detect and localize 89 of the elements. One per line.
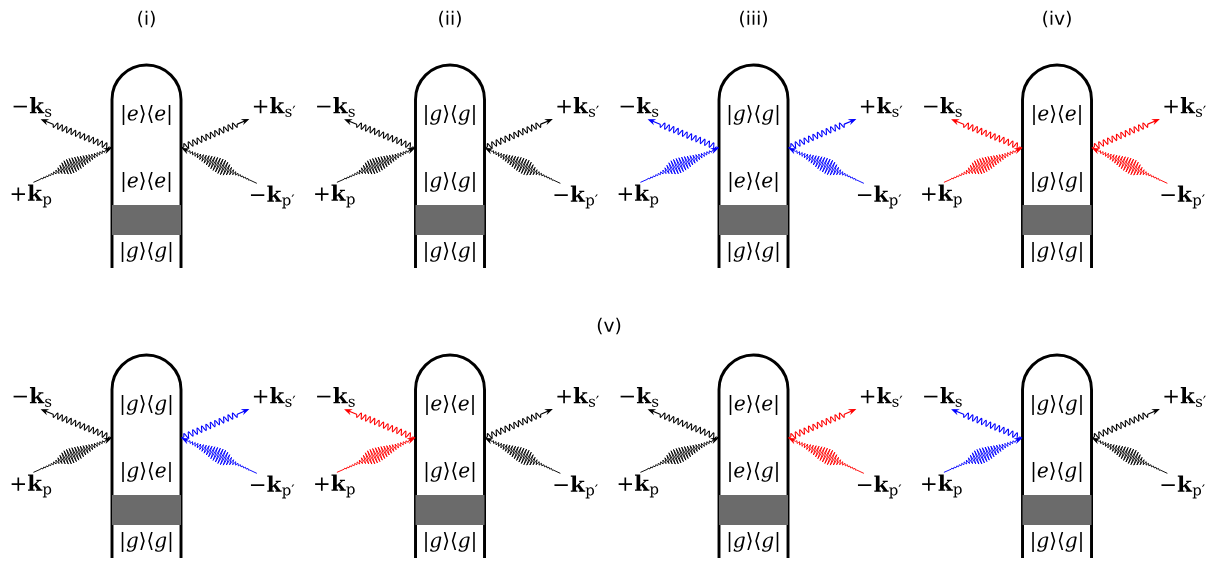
wavevector-label: +k$_{p}$ — [315, 474, 355, 498]
wavevector-label: +k$_{p}$ — [11, 474, 52, 498]
wave-packet-arrow — [182, 438, 258, 474]
panel-label: (v) — [597, 317, 621, 335]
state-label: |g⟩⟨g| — [1032, 172, 1082, 192]
wavy-arrow — [344, 409, 416, 440]
state-label: |g⟩⟨g| — [121, 395, 172, 415]
wavevector-label: +k$_{p}$ — [618, 474, 659, 498]
wavevector-label: +k$_{s′}$ — [1164, 97, 1206, 117]
wavy-arrow — [951, 409, 1023, 440]
state-label: |g⟩⟨g| — [425, 105, 475, 125]
panel-label: (i) — [138, 10, 155, 28]
wave-packet-arrow — [789, 438, 865, 474]
wavevector-label: +k$_{p}$ — [922, 184, 962, 208]
diagram-box — [1021, 353, 1093, 558]
state-label: |g⟩⟨g| — [728, 532, 779, 552]
wave-packet-arrow — [789, 148, 865, 184]
wave-packet-arrow — [1092, 438, 1168, 474]
wavevector-label: +k$_{s′}$ — [860, 97, 903, 117]
state-label: |g⟩⟨g| — [425, 242, 475, 262]
wavevector-label: −k$_{s}$ — [317, 387, 355, 407]
wavevector-label: −k$_{s}$ — [924, 97, 962, 117]
wavevector-label: +k$_{s′}$ — [1164, 387, 1206, 407]
wavevector-label: +k$_{s′}$ — [253, 97, 296, 117]
wavevector-label: −k$_{s}$ — [13, 97, 52, 117]
state-label: |g⟩⟨g| — [1032, 395, 1082, 415]
wave-packet-arrow — [182, 148, 258, 184]
wavevector-label: +k$_{s′}$ — [253, 387, 296, 407]
wavevector-label: +k$_{s′}$ — [557, 387, 599, 407]
wavevector-label: −k$_{p′}$ — [1161, 475, 1205, 499]
wavevector-label: +k$_{s′}$ — [557, 97, 599, 117]
state-label: |e⟩⟨e| — [1033, 105, 1081, 125]
wave-packet-arrow — [639, 438, 718, 473]
wavevector-label: −k$_{s}$ — [620, 97, 659, 117]
panel-label: (ii) — [439, 10, 461, 28]
diagram-box — [717, 63, 790, 268]
wave-packet-arrow — [639, 148, 718, 183]
state-label: |g⟩⟨g| — [425, 172, 475, 192]
wavevector-label: −k$_{s}$ — [924, 387, 962, 407]
wavevector-label: +k$_{p}$ — [618, 184, 659, 208]
state-label: |e⟩⟨e| — [426, 395, 474, 415]
diagram-box — [717, 353, 790, 558]
wavevector-label: −k$_{p′}$ — [554, 185, 598, 209]
wavevector-label: −k$_{p′}$ — [857, 475, 902, 499]
state-label: |g⟩⟨e| — [425, 462, 475, 482]
wavevector-label: −k$_{s}$ — [620, 387, 659, 407]
state-label: |e⟩⟨g| — [729, 462, 778, 482]
wavevector-label: +k$_{p}$ — [11, 184, 52, 208]
wavevector-label: +k$_{p}$ — [922, 474, 962, 498]
wave-packet-arrow — [485, 148, 561, 184]
state-label: |g⟩⟨g| — [1032, 242, 1082, 262]
wave-packet-arrow — [943, 148, 1022, 183]
wavevector-label: −k$_{p′}$ — [857, 185, 902, 209]
state-label: |g⟩⟨g| — [728, 242, 779, 262]
state-label: |e⟩⟨e| — [729, 172, 778, 192]
wavevector-label: −k$_{s}$ — [13, 387, 52, 407]
wavevector-label: −k$_{p′}$ — [554, 475, 598, 499]
wave-packet-arrow — [32, 148, 111, 183]
wave-packet-arrow — [336, 438, 415, 473]
diagram-box — [414, 353, 486, 558]
state-label: |g⟩⟨g| — [1032, 532, 1082, 552]
panel-label: (iii) — [740, 10, 767, 28]
wave-packet-arrow — [32, 438, 111, 473]
wave-packet-arrow — [336, 148, 415, 183]
wavy-arrow — [951, 119, 1023, 150]
wavevector-label: −k$_{s}$ — [317, 97, 355, 117]
wave-packet-arrow — [943, 438, 1022, 473]
state-label: |e⟩⟨g| — [1032, 462, 1082, 482]
state-label: |e⟩⟨e| — [122, 172, 171, 192]
wavevector-label: −k$_{p′}$ — [1161, 185, 1205, 209]
diagram-box — [110, 63, 183, 268]
wavevector-label: −k$_{p′}$ — [250, 185, 295, 209]
state-label: |g⟩⟨g| — [121, 532, 172, 552]
wave-packet-arrow — [485, 438, 561, 474]
state-label: |g⟩⟨g| — [425, 532, 475, 552]
state-label: |e⟩⟨e| — [729, 395, 778, 415]
state-label: |g⟩⟨e| — [122, 462, 171, 482]
state-label: |g⟩⟨g| — [728, 105, 779, 125]
state-label: |g⟩⟨g| — [121, 242, 172, 262]
diagram-box — [1021, 63, 1093, 268]
diagram-box — [110, 353, 183, 558]
panel-label: (iv) — [1043, 10, 1071, 28]
state-label: |e⟩⟨e| — [122, 105, 171, 125]
wavy-arrow — [344, 119, 416, 150]
wavevector-label: +k$_{p}$ — [315, 184, 355, 208]
diagram-box — [414, 63, 486, 268]
wavevector-label: +k$_{s′}$ — [860, 387, 903, 407]
wavevector-label: −k$_{p′}$ — [250, 475, 295, 499]
wave-packet-arrow — [1092, 148, 1168, 184]
